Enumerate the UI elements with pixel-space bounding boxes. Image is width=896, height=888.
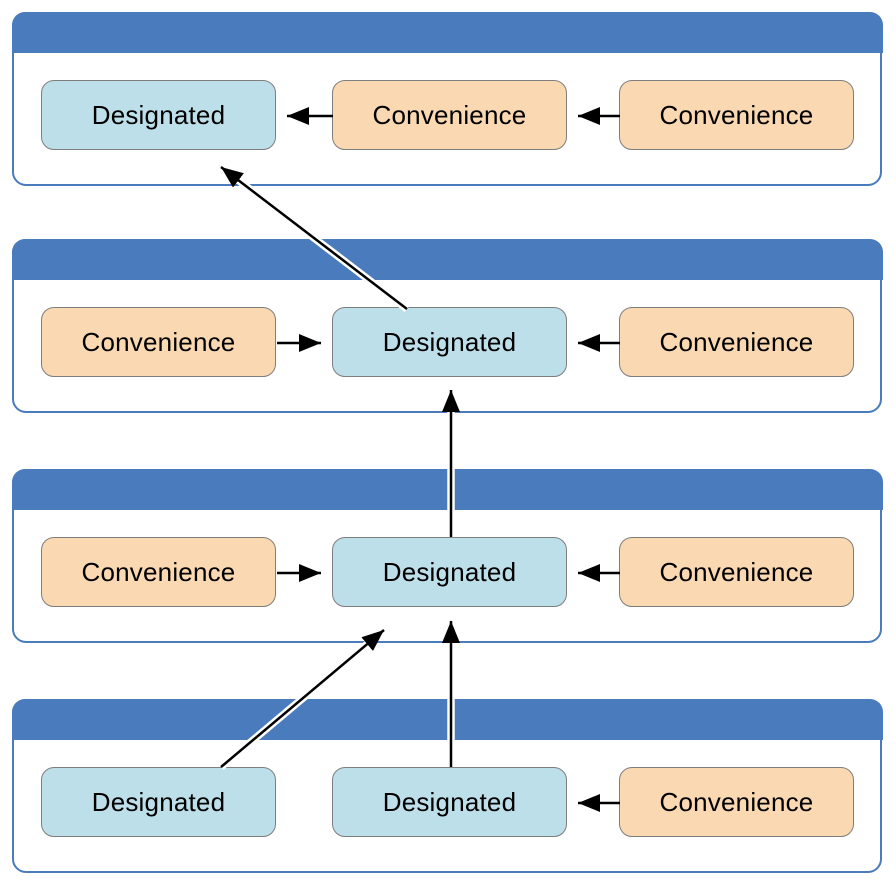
row4-designated-box-left: Designated	[41, 767, 276, 837]
row1-convenience-box-mid: Convenience	[332, 80, 567, 150]
node-label: Convenience	[81, 557, 236, 587]
node-label: Convenience	[659, 327, 814, 357]
node-label: Convenience	[372, 100, 527, 130]
node-label: Convenience	[659, 557, 814, 587]
row3-designated-box: Designated	[332, 537, 567, 607]
row3-convenience-box-right: Convenience	[619, 537, 854, 607]
node-label: Designated	[91, 787, 226, 817]
class-header-bar-1	[11, 11, 883, 53]
row2-convenience-box-right: Convenience	[619, 307, 854, 377]
node-label: Designated	[382, 787, 517, 817]
node-label: Designated	[382, 557, 517, 587]
row2-convenience-box-left: Convenience	[41, 307, 276, 377]
node-label: Designated	[382, 327, 517, 357]
class-header-bar-4	[11, 698, 883, 740]
node-label: Convenience	[659, 787, 814, 817]
class-header-bar-2	[11, 238, 883, 280]
row4-convenience-box: Convenience	[619, 767, 854, 837]
row1-designated-box: Designated	[41, 80, 276, 150]
row4-designated-box-mid: Designated	[332, 767, 567, 837]
class-frame-3: Convenience Designated Convenience	[11, 468, 883, 643]
class-frame-2: Convenience Designated Convenience	[11, 238, 883, 413]
class-frame-4: Designated Designated Convenience	[11, 698, 883, 873]
node-label: Designated	[91, 100, 226, 130]
class-frame-1: Designated Convenience Convenience	[11, 11, 883, 186]
node-label: Convenience	[659, 100, 814, 130]
row2-designated-box: Designated	[332, 307, 567, 377]
class-header-bar-3	[11, 468, 883, 510]
row1-convenience-box-right: Convenience	[619, 80, 854, 150]
row3-convenience-box-left: Convenience	[41, 537, 276, 607]
node-label: Convenience	[81, 327, 236, 357]
